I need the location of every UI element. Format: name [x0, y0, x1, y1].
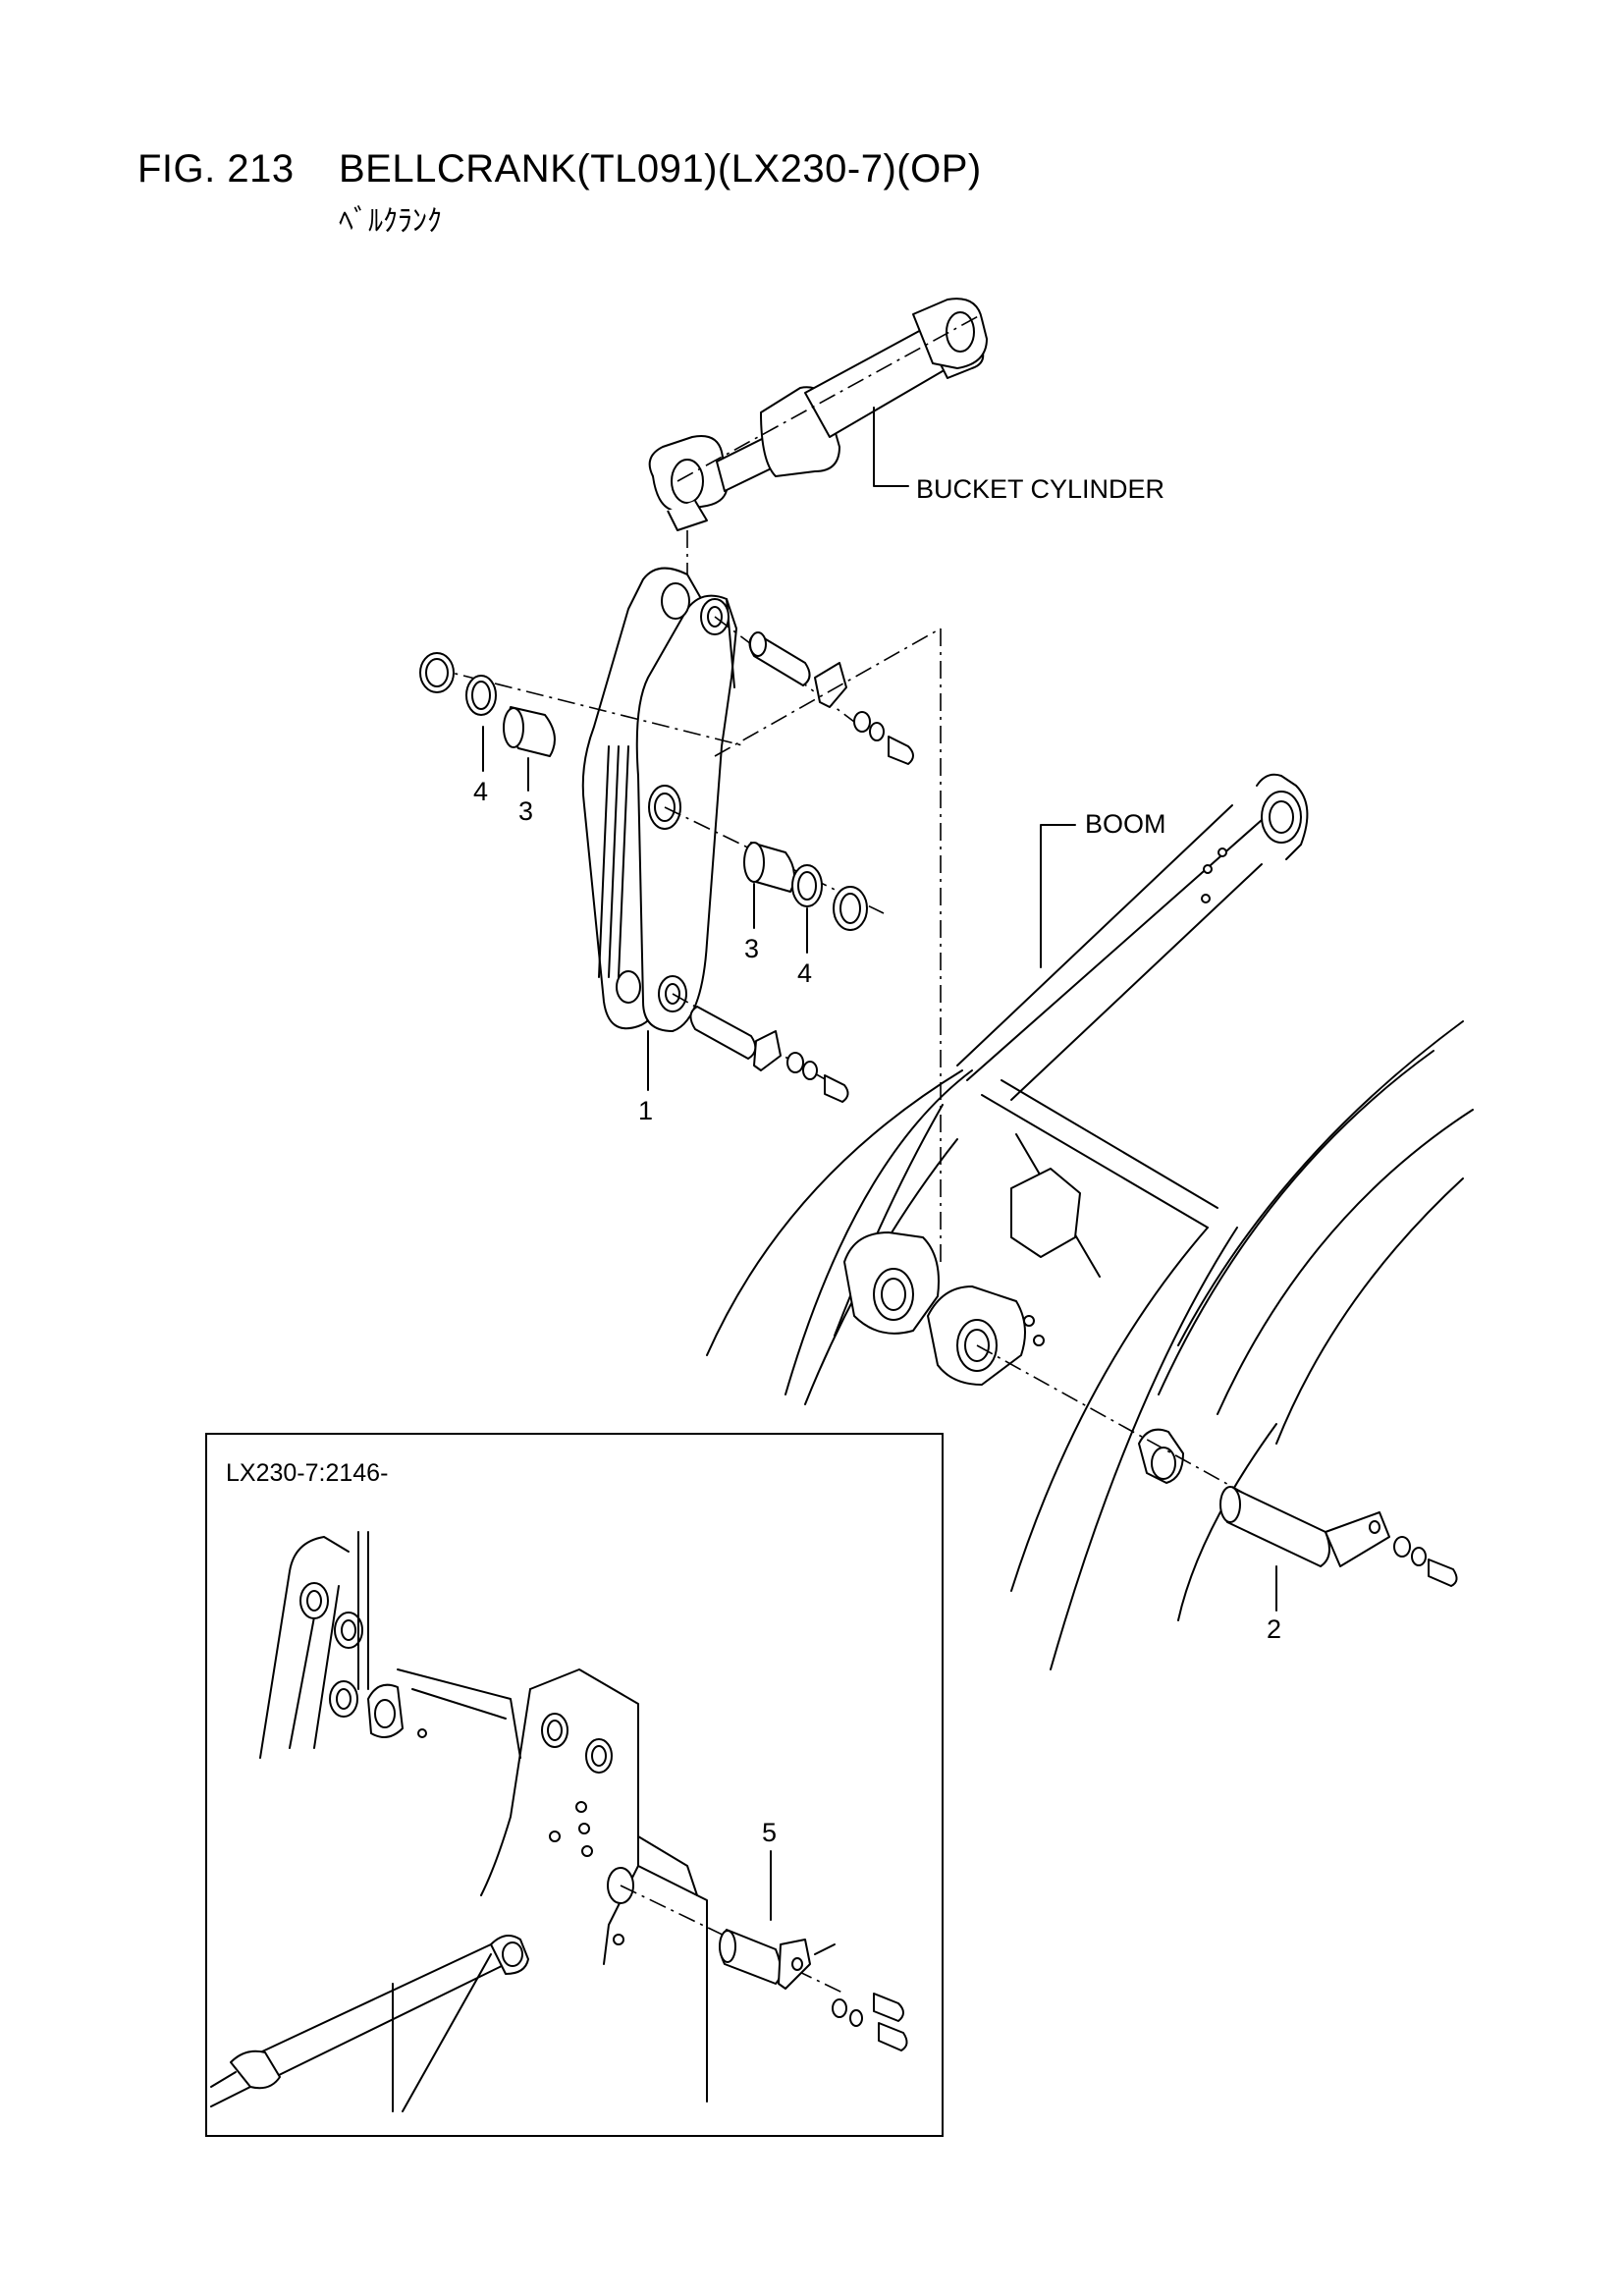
boom: BOOM: [706, 773, 1474, 1670]
boom-pin-assembly: 2: [1219, 1486, 1458, 1644]
left-bushing-stack: 4 3: [419, 652, 747, 826]
boom-label: BOOM: [1085, 809, 1166, 839]
bellcrank: 1: [581, 567, 737, 1125]
figure-title: FIG. 213 BELLCRANK(TL091)(LX230-7)(OP): [137, 147, 982, 191]
callout-part-3a: 3: [518, 796, 533, 826]
figure-caption: BELLCRANK(TL091)(LX230-7)(OP): [339, 147, 982, 191]
bucket-cylinder: BUCKET CYLINDER: [648, 298, 1164, 609]
inset-view: LX230-7:2146-: [205, 1433, 944, 2137]
right-bushing-stack: 3 4: [664, 806, 885, 988]
figure-subtitle-jp: ﾍﾞﾙｸﾗﾝｸ: [339, 204, 442, 239]
bucket-cylinder-label: BUCKET CYLINDER: [916, 474, 1164, 504]
callout-part-2: 2: [1267, 1614, 1281, 1644]
inset-label: LX230-7:2146-: [226, 1459, 388, 1487]
callout-part-3b: 3: [744, 934, 759, 963]
figure-number: FIG. 213: [137, 147, 295, 191]
callout-part-5: 5: [762, 1818, 777, 1847]
callout-part-4b: 4: [797, 958, 812, 988]
callout-part-4a: 4: [473, 777, 488, 806]
callout-part-1: 1: [638, 1096, 653, 1125]
upper-pin-assembly: [714, 616, 914, 765]
lower-pin-assembly: [672, 993, 849, 1103]
